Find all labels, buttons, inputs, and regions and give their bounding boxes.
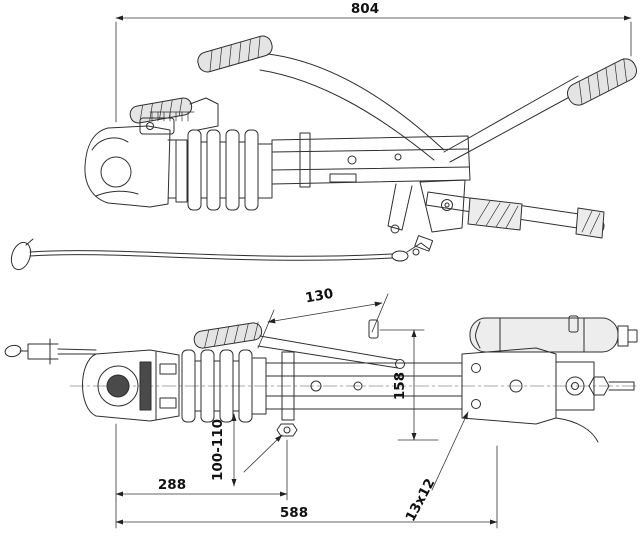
- dim-label-130: 130: [304, 286, 335, 307]
- release-grip: [566, 58, 638, 106]
- dim-label-100-110: 100-110: [210, 419, 226, 481]
- hex-nut: [588, 376, 610, 396]
- handle-grip-plan: [193, 321, 263, 349]
- mount-bracket-plan: [461, 347, 635, 443]
- side-view: 804: [10, 1, 638, 271]
- dim-158: 158: [379, 329, 439, 441]
- coupling-handle: [129, 97, 219, 131]
- dim-label-13x12: 13x12: [403, 476, 439, 524]
- handle-plan: [193, 321, 405, 369]
- handbrake-grip: [197, 35, 273, 73]
- ext-line: [371, 293, 389, 333]
- leader-line: [431, 411, 469, 491]
- dim-label-804: 804: [351, 1, 379, 17]
- breakaway-cable-plan: [4, 338, 97, 365]
- dim-100-110: 100-110: [210, 413, 283, 487]
- coupling-grip: [129, 97, 193, 124]
- dim-label-158: 158: [392, 372, 408, 400]
- plan-view: 130: [4, 286, 638, 529]
- hex-bolt: [276, 423, 298, 437]
- dim-130: 130: [257, 286, 389, 349]
- bellows-plan: [181, 349, 267, 423]
- main-housing-side: [271, 132, 471, 188]
- bolt-center: [283, 426, 291, 434]
- dim-label-588: 588: [280, 505, 308, 521]
- damper-plan: [368, 315, 638, 353]
- main-tube-plan: [265, 351, 463, 437]
- release-lever: [443, 58, 638, 163]
- bellows-side: [175, 129, 273, 211]
- dim-288: 288: [115, 423, 288, 501]
- coupling-head-plan: [82, 349, 180, 422]
- stud-bolt: [568, 315, 579, 333]
- dim-label-288: 288: [158, 477, 186, 493]
- breakaway-cable-side: [10, 235, 434, 271]
- callout-13x12: 13x12: [403, 411, 469, 524]
- handbrake-lever: [197, 35, 445, 161]
- overrun-lever-side: [387, 179, 466, 234]
- coupling-head-side: [84, 117, 177, 208]
- dim-804: 804: [115, 1, 632, 123]
- damper-side: [425, 191, 605, 239]
- dim-line: [267, 301, 383, 324]
- dim-588: 588: [115, 445, 498, 529]
- leader-line: [243, 434, 283, 473]
